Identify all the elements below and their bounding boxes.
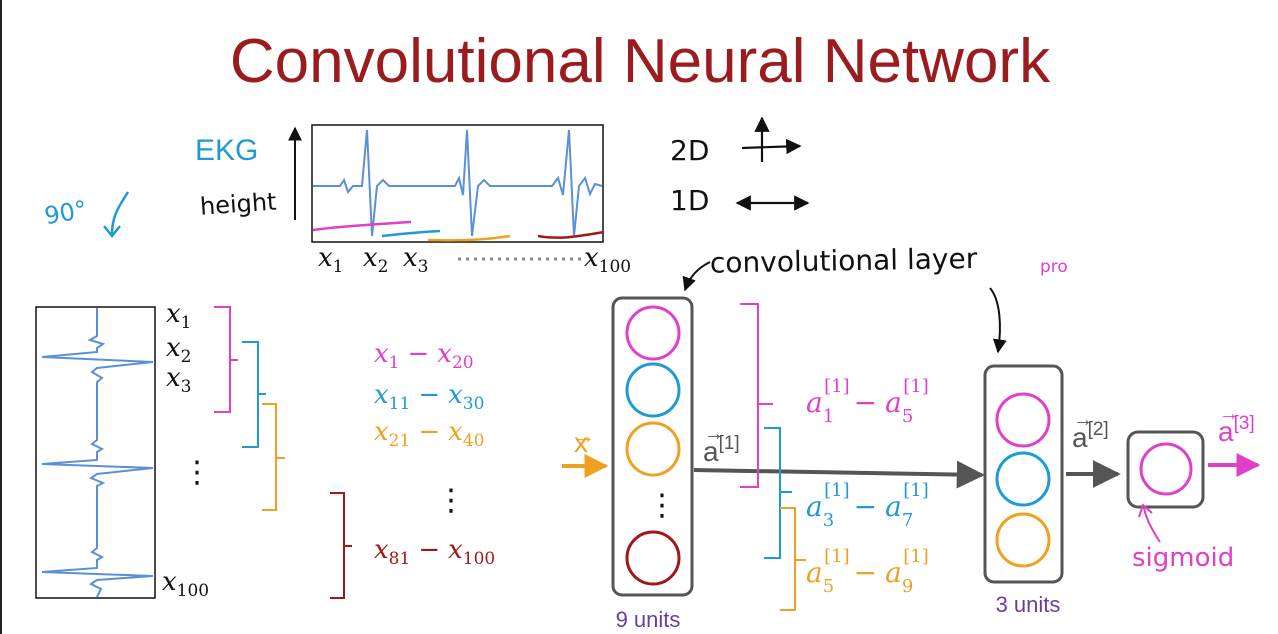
- rotation-note: 90°: [42, 195, 89, 230]
- layer1-unit-3: [625, 421, 681, 477]
- layer2-box: [983, 364, 1064, 584]
- vertical-x1: x1: [166, 299, 192, 333]
- bracket-orange: [262, 403, 285, 511]
- vertical-x100: x100: [162, 567, 209, 601]
- layer2-unit-1: [995, 392, 1051, 448]
- height-axis-label: height: [199, 187, 277, 220]
- window-range-3: x21−x40: [374, 417, 484, 451]
- ekg-signal: [313, 129, 603, 237]
- output-box: [1126, 430, 1205, 509]
- conv-pointer-left-icon: [682, 261, 711, 292]
- input-x-label: x: [574, 427, 588, 458]
- sigmoid-pointer-icon: [1143, 507, 1161, 543]
- layer2-unit-3: [995, 512, 1051, 568]
- window-range-4: x81−x100: [374, 535, 495, 569]
- activation-range-3: a5[1]−a9[1]: [806, 546, 929, 597]
- conn-bracket-orange: [780, 507, 806, 611]
- sigmoid-arrowhead-icon: [1138, 503, 1153, 518]
- axis-2d-right-icon: [741, 138, 802, 155]
- bracket-darkred: [330, 492, 352, 599]
- window-range-1: x1−x20: [374, 339, 474, 373]
- ekg-tick-x100: x100: [584, 243, 631, 277]
- conn-bracket-magenta: [740, 303, 773, 488]
- a3-label: a[3]: [1218, 413, 1255, 447]
- ekg-tick-x1: x1: [318, 243, 344, 277]
- layer1-box: [611, 296, 694, 597]
- vertical-ellipsis: ⋮: [182, 456, 212, 489]
- bracket-magenta: [214, 306, 238, 413]
- a2-vector-arrow: →: [1073, 409, 1093, 431]
- a3-vector-arrow: →: [1219, 403, 1239, 425]
- label-2d: 2D: [670, 134, 709, 167]
- window-stroke-darkred: [537, 230, 605, 239]
- vertical-x3: x3: [166, 363, 192, 397]
- window-ellipsis: ⋮: [436, 484, 466, 517]
- rotation-arrowhead-icon: [103, 225, 121, 239]
- a1-vector-arrow: →: [704, 423, 724, 445]
- input-vector-arrow: →: [573, 423, 595, 448]
- sigmoid-label: sigmoid: [1132, 543, 1234, 573]
- ekg-label: EKG: [195, 134, 258, 167]
- a1-arrow: [693, 460, 985, 489]
- ekg-tick-x3: x3: [403, 243, 429, 277]
- window-stroke-orange: [427, 234, 511, 242]
- label-1d: 1D: [670, 184, 709, 217]
- conn-bracket-blue: [764, 427, 792, 559]
- vertical-x2: x2: [166, 333, 192, 367]
- layer1-ellipsis: ⋮: [647, 489, 677, 522]
- conv-pointer-right-icon: [989, 287, 1007, 354]
- conv-layer-label: convolutional layer: [710, 242, 978, 280]
- layer1-unit-1: [625, 305, 681, 361]
- ekg-tick-x2: x2: [363, 243, 389, 277]
- layer1-unit-9: [625, 530, 681, 586]
- a2-label: a[2]: [1072, 419, 1109, 453]
- page-title: Convolutional Neural Network: [230, 27, 1051, 96]
- bracket-blue: [242, 341, 266, 448]
- vertical-ekg-signal: [41, 308, 154, 598]
- window-stroke-magenta: [312, 220, 412, 232]
- pro-note: pro: [1040, 257, 1068, 277]
- activation-range-2: a3[1]−a7[1]: [806, 480, 929, 531]
- layer1-unit-2: [625, 362, 681, 418]
- output-unit: [1139, 442, 1193, 496]
- layer2-unit-2: [995, 451, 1051, 507]
- a1-label: a[1]: [703, 433, 740, 467]
- activation-range-1: a1[1]−a5[1]: [806, 376, 929, 427]
- ekg-box: [311, 124, 604, 243]
- window-range-2: x11−x30: [374, 380, 484, 414]
- layer2-units-label: 3 units: [996, 592, 1061, 617]
- layer1-units-label: 9 units: [616, 607, 681, 632]
- rotation-arrow-icon: [110, 191, 130, 235]
- vertical-ekg-box: [35, 306, 156, 599]
- window-stroke-blue: [381, 229, 441, 238]
